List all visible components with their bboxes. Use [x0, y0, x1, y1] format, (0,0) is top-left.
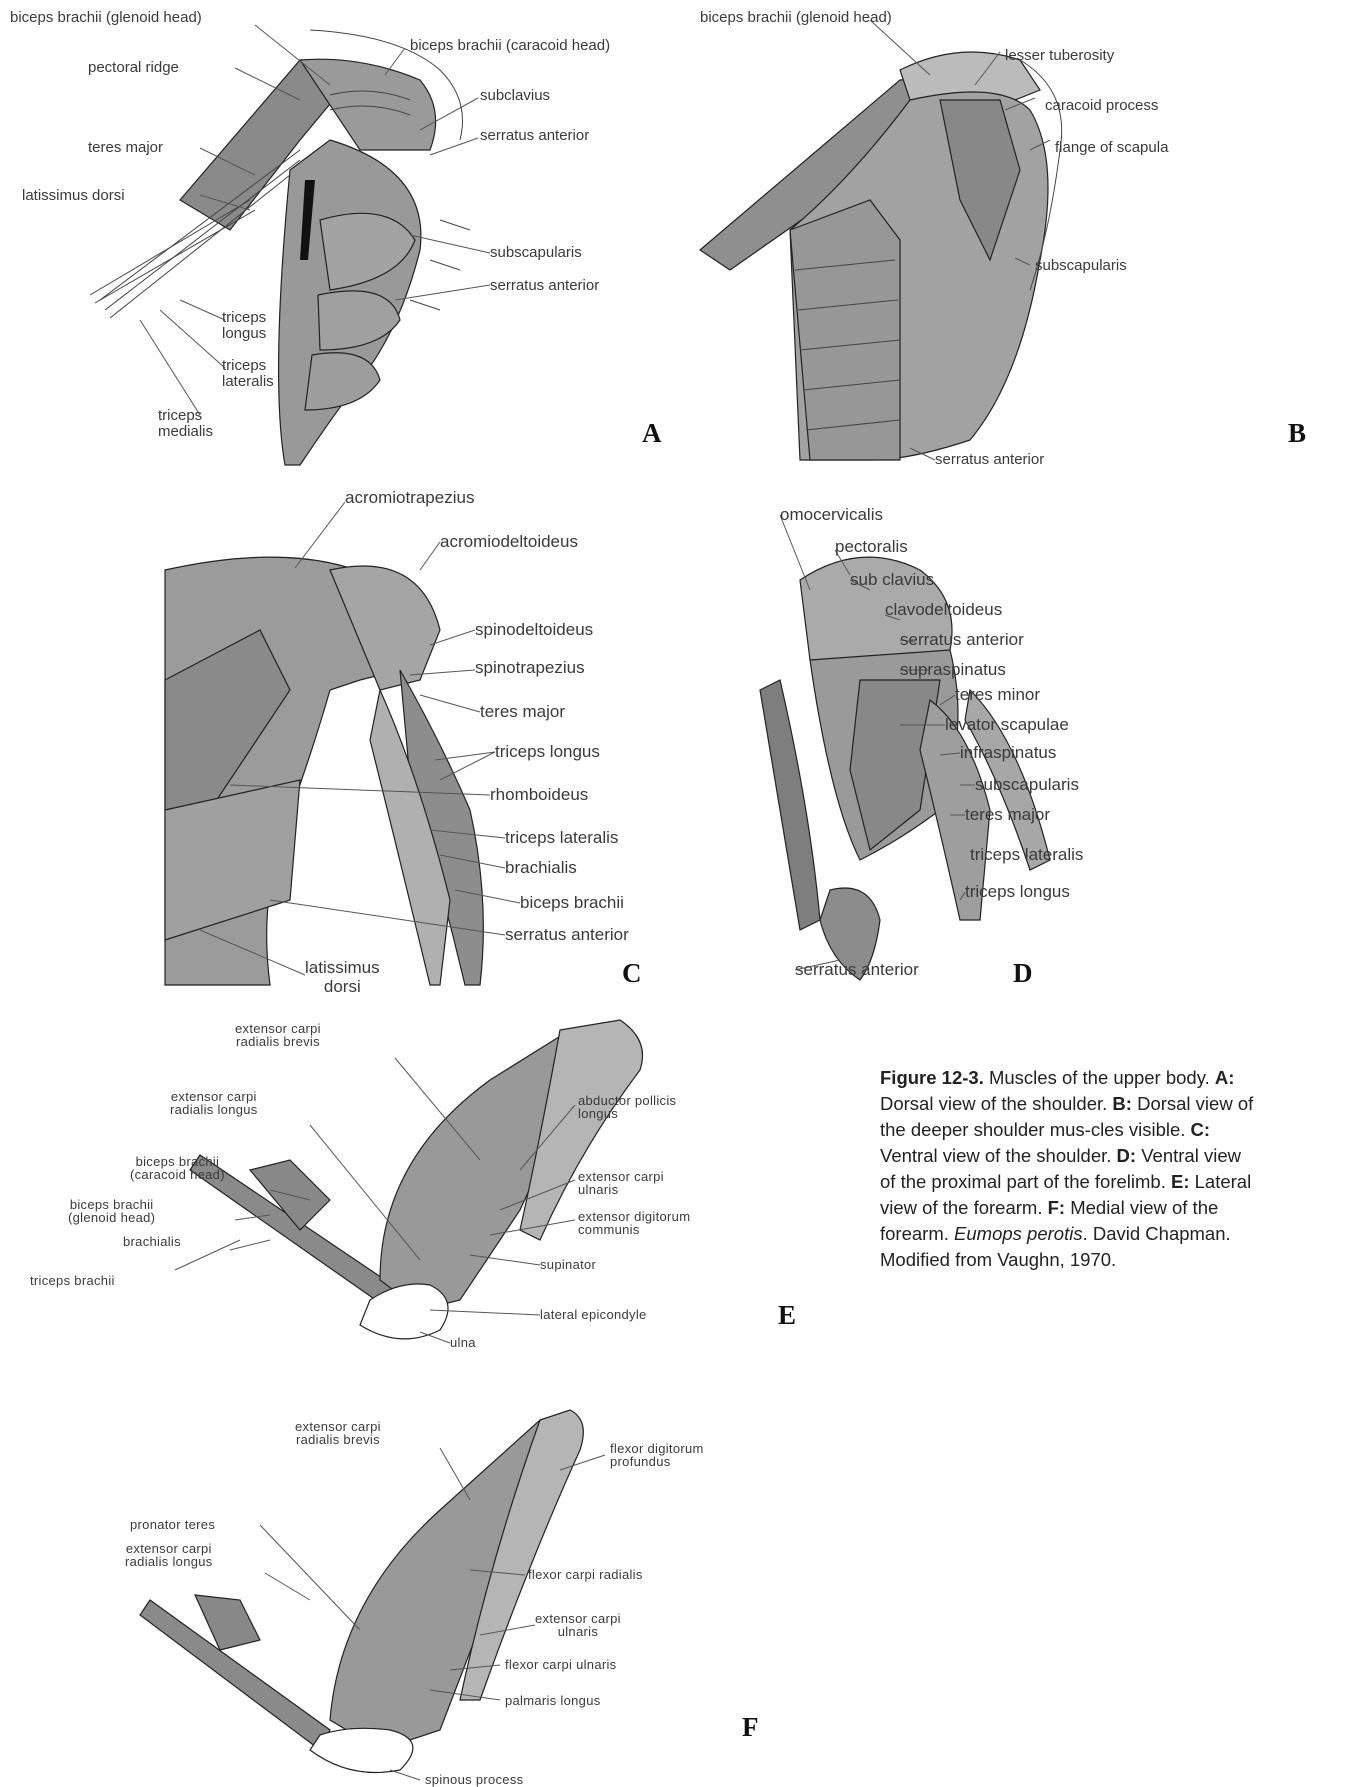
label-supinator: supinator	[540, 1258, 596, 1271]
label-serratus-anterior-d-top: serratus anterior	[900, 630, 1024, 649]
figure-caption: Figure 12-3. Muscles of the upper body. …	[880, 1065, 1260, 1273]
panel-letter-f: F	[742, 1712, 759, 1743]
label-triceps-brachii-e: triceps brachii	[30, 1274, 115, 1287]
panel-f: extensor carpi radialis brevis flexor di…	[0, 1400, 840, 1785]
label-serratus-anterior-mid: serratus anterior	[490, 278, 599, 294]
label-triceps-lateralis-d: triceps lateralis	[970, 845, 1083, 864]
caption-key-b: B:	[1112, 1093, 1132, 1114]
panel-c-illustration	[0, 480, 700, 995]
label-subscapularis: subscapularis	[490, 245, 582, 261]
label-acromiodeltoideus: acromiodeltoideus	[440, 532, 578, 551]
label-ecr-brevis-f: extensor carpi radialis brevis	[295, 1420, 381, 1446]
label-triceps-lateralis: triceps lateralis	[222, 358, 274, 390]
label-brachialis-c: brachialis	[505, 858, 577, 877]
panel-e: extensor carpi radialis brevis extensor …	[0, 1010, 840, 1390]
label-ec-ulnaris-e: extensor carpi ulnaris	[578, 1170, 664, 1196]
label-biceps-glenoid: biceps brachii (glenoid head)	[10, 10, 202, 26]
label-ecr-longus-f: extensor carpi radialis longus	[125, 1542, 213, 1568]
label-palmaris-longus: palmaris longus	[505, 1694, 601, 1707]
label-serratus-anterior-d-bottom: serratus anterior	[795, 960, 919, 979]
label-latissimus-dorsi-c: latissimus dorsi	[305, 958, 380, 996]
panel-f-illustration	[0, 1400, 840, 1785]
label-biceps-glenoid-b: biceps brachii (glenoid head)	[700, 10, 892, 26]
label-spinodeltoideus: spinodeltoideus	[475, 620, 593, 639]
panel-letter-d: D	[1013, 958, 1033, 989]
label-teres-major-d: teres major	[965, 805, 1050, 824]
panel-letter-b: B	[1288, 418, 1306, 449]
label-teres-minor: teres minor	[955, 685, 1040, 704]
panel-b-illustration	[700, 0, 1369, 470]
label-clavodeltoideus: clavodeltoideus	[885, 600, 1002, 619]
label-brachialis-e: brachialis	[123, 1235, 181, 1248]
label-biceps-caracoid: biceps brachii (caracoid head)	[410, 38, 610, 54]
label-omocervicalis: omocervicalis	[780, 505, 883, 524]
label-subscapularis-b: subscapularis	[1035, 258, 1127, 274]
panel-letter-c: C	[622, 958, 642, 989]
caption-key-d: D:	[1117, 1145, 1137, 1166]
label-spinous-process: spinous process	[425, 1773, 523, 1786]
caption-key-c: C:	[1191, 1119, 1211, 1140]
label-fc-radialis: flexor carpi radialis	[528, 1568, 643, 1581]
label-flange-of-scapula: flange of scapula	[1055, 140, 1168, 156]
label-caracoid-process: caracoid process	[1045, 98, 1158, 114]
caption-key-e: E:	[1171, 1171, 1190, 1192]
label-lateral-epicondyle: lateral epicondyle	[540, 1308, 647, 1321]
label-ec-ulnaris-f: extensor carpi ulnaris	[535, 1612, 621, 1638]
panel-b: biceps brachii (glenoid head) lesser tub…	[700, 0, 1369, 470]
panel-d: omocervicalis pectoralis sub clavius cla…	[700, 480, 1369, 995]
panel-letter-e: E	[778, 1300, 796, 1331]
caption-key-a: A:	[1215, 1067, 1235, 1088]
label-serratus-anterior-top: serratus anterior	[480, 128, 589, 144]
label-triceps-longus-c: triceps longus	[495, 742, 600, 761]
label-ulna: ulna	[450, 1336, 476, 1349]
label-lesser-tuberosity: lesser tuberosity	[1005, 48, 1114, 64]
label-sub-clavius: sub clavius	[850, 570, 934, 589]
label-biceps-glenoid-e: biceps brachii (glenoid head)	[68, 1198, 155, 1224]
label-biceps-brachii-c: biceps brachii	[520, 893, 624, 912]
label-teres-major-c: teres major	[480, 702, 565, 721]
panel-c: acromiotrapezius acromiodeltoideus spino…	[0, 480, 700, 995]
label-triceps-medialis: triceps medialis	[158, 408, 213, 440]
label-latissimus-dorsi: latissimus dorsi	[22, 188, 125, 204]
label-abductor-pollicis: abductor pollicis longus	[578, 1094, 676, 1120]
label-pectoralis: pectoralis	[835, 537, 908, 556]
label-ecr-brevis-e: extensor carpi radialis brevis	[235, 1022, 321, 1048]
label-serratus-anterior-c: serratus anterior	[505, 925, 629, 944]
label-ed-communis: extensor digitorum communis	[578, 1210, 690, 1236]
label-acromiotrapezius: acromiotrapezius	[345, 488, 474, 507]
label-teres-major: teres major	[88, 140, 163, 156]
label-pronator-teres: pronator teres	[130, 1518, 215, 1531]
panel-a: biceps brachii (glenoid head) biceps bra…	[0, 0, 680, 470]
caption-intro: Muscles of the upper body.	[989, 1067, 1210, 1088]
label-triceps-lateralis-c: triceps lateralis	[505, 828, 618, 847]
panel-d-illustration	[700, 480, 1369, 995]
label-biceps-caracoid-e: biceps brachii (caracoid head)	[130, 1155, 225, 1181]
label-subscapularis-d: subscapularis	[975, 775, 1079, 794]
label-fd-profundus: flexor digitorum profundus	[610, 1442, 704, 1468]
label-pectoral-ridge: pectoral ridge	[88, 60, 179, 76]
label-serratus-anterior-b: serratus anterior	[935, 452, 1044, 468]
label-supraspinatus: supraspinatus	[900, 660, 1006, 679]
caption-key-f: F:	[1048, 1197, 1065, 1218]
label-infraspinatus: infraspinatus	[960, 743, 1056, 762]
label-triceps-longus: triceps longus	[222, 310, 266, 342]
caption-text-c: Ventral view of the shoulder.	[880, 1145, 1111, 1166]
label-rhomboideus: rhomboideus	[490, 785, 588, 804]
label-triceps-longus-d: triceps longus	[965, 882, 1070, 901]
caption-figure-label: Figure 12-3.	[880, 1067, 984, 1088]
caption-species: Eumops perotis	[954, 1223, 1083, 1244]
panel-letter-a: A	[642, 418, 662, 449]
label-levator-scapulae: levator scapulae	[945, 715, 1069, 734]
label-ecr-longus-e: extensor carpi radialis longus	[170, 1090, 258, 1116]
label-spinotrapezius: spinotrapezius	[475, 658, 585, 677]
caption-text-a: Dorsal view of the shoulder.	[880, 1093, 1107, 1114]
label-fc-ulnaris: flexor carpi ulnaris	[505, 1658, 617, 1671]
label-subclavius: subclavius	[480, 88, 550, 104]
